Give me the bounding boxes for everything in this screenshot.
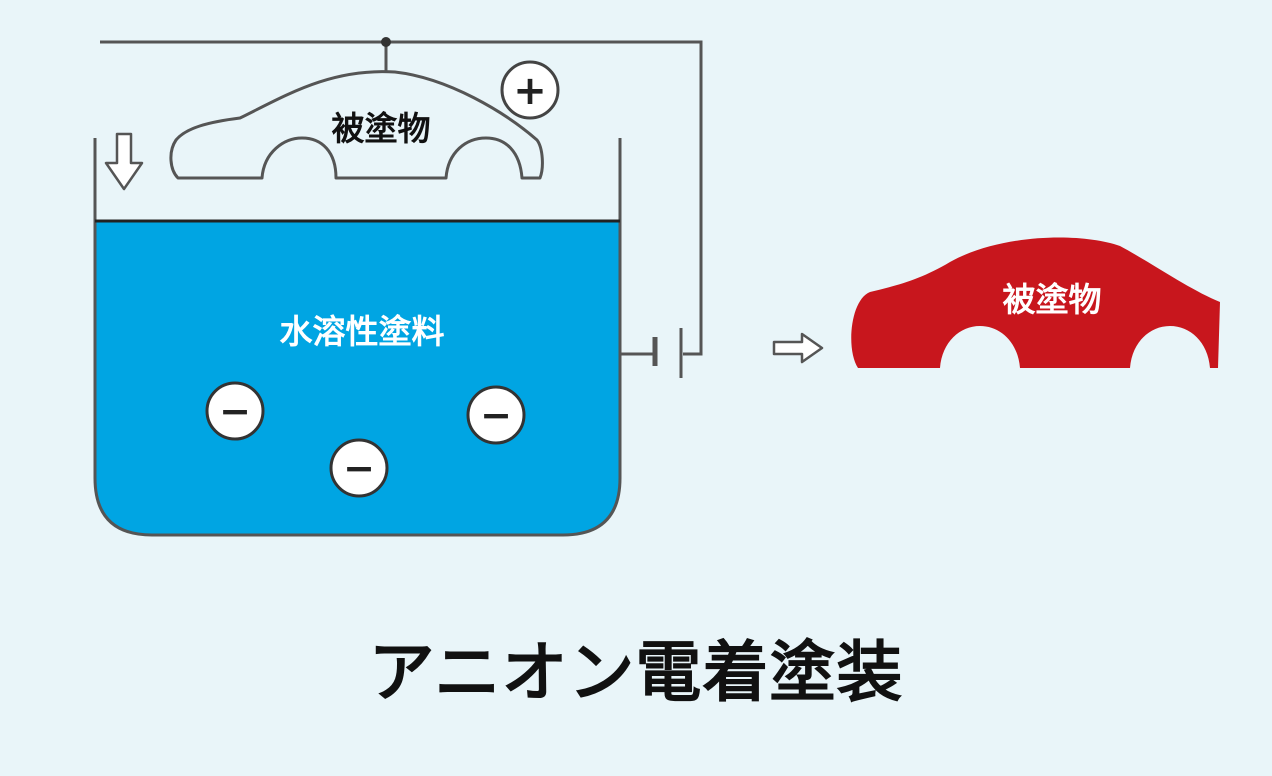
negative-ion: − <box>205 381 265 441</box>
coated-workpiece-label: 被塗物 <box>1003 280 1102 319</box>
negative-ion: − <box>329 438 389 498</box>
coated-car <box>851 237 1220 368</box>
battery-icon <box>652 328 683 378</box>
paint-liquid <box>95 222 620 535</box>
down-arrow-icon <box>104 132 144 191</box>
svg-text:+: + <box>513 68 547 114</box>
workpiece-car-outline <box>169 70 544 180</box>
negative-ion: − <box>466 385 526 445</box>
wire-junction <box>381 37 391 47</box>
svg-text:−: − <box>343 446 375 490</box>
svg-text:−: − <box>219 389 251 433</box>
tank-wall <box>93 138 622 537</box>
paint-label: 水溶性塗料 <box>280 312 445 351</box>
positive-charge-icon: + <box>500 60 560 120</box>
svg-text:−: − <box>480 393 512 437</box>
workpiece-label: 被塗物 <box>332 109 431 148</box>
diagram-caption: アニオン電着塗装 <box>368 634 904 711</box>
right-arrow-icon <box>772 332 824 364</box>
